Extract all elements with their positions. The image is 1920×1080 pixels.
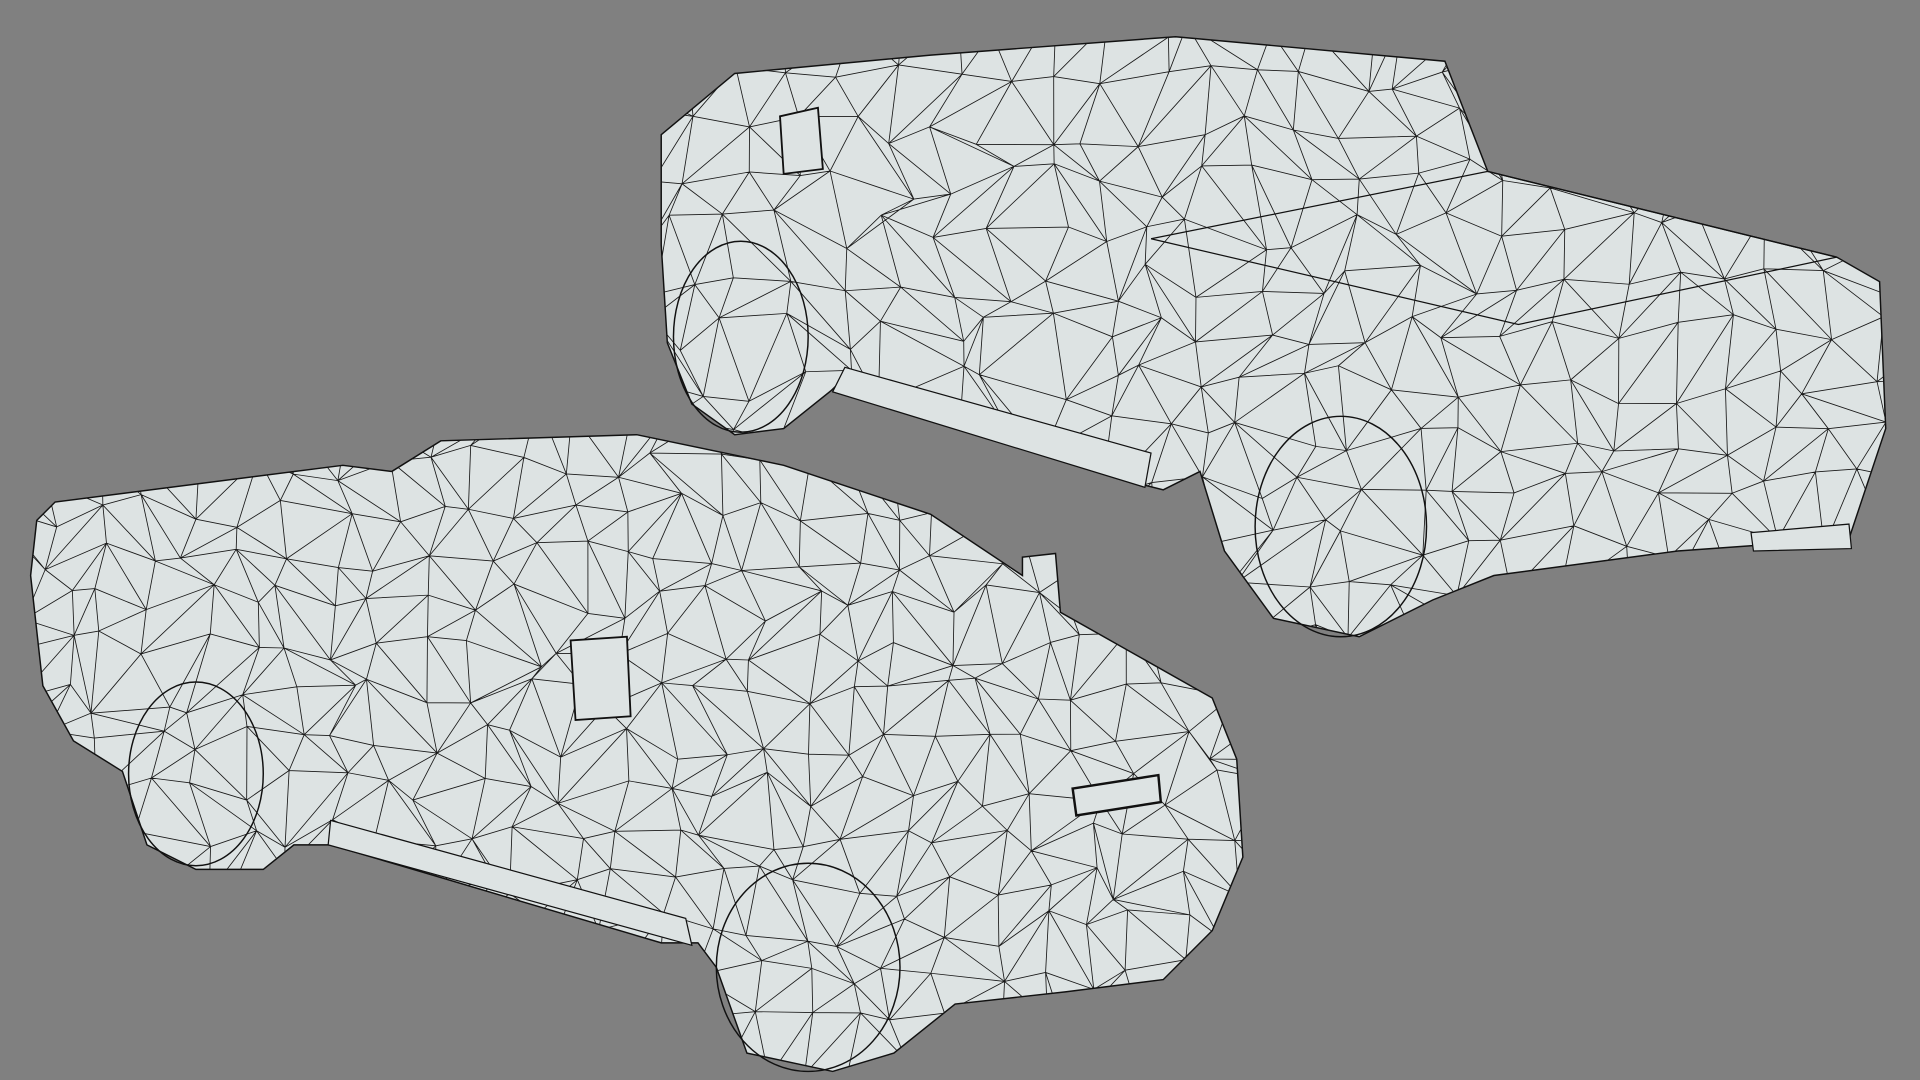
grille-badge [1071, 773, 1163, 817]
side-mirror [779, 106, 824, 175]
pickup-truck-rear-view[interactable] [616, 6, 1920, 709]
rear-wheel [1254, 415, 1428, 638]
side-mirror [569, 635, 632, 721]
running-board [831, 366, 1152, 489]
exhaust-pipe [1750, 523, 1853, 552]
rear-wheel [127, 681, 264, 867]
truck-body [29, 433, 1244, 1073]
front-wheel [672, 240, 809, 433]
front-wheel [715, 862, 901, 1073]
bed-rail [1150, 170, 1837, 326]
running-board [327, 819, 693, 947]
pickup-truck-front-view[interactable] [0, 399, 1286, 1080]
